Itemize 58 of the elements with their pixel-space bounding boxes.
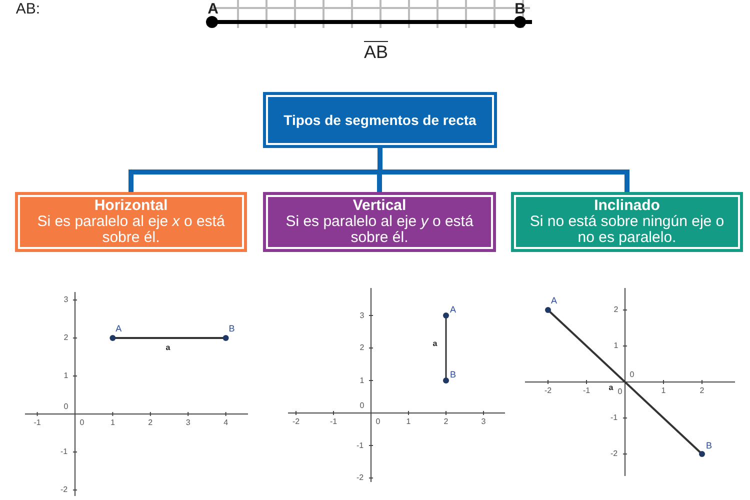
point-label: A <box>450 305 456 314</box>
tick-label: -2 <box>356 474 364 482</box>
category-box <box>15 192 247 252</box>
tick-label: 2 <box>614 306 618 314</box>
segment-label: a <box>608 384 614 392</box>
tick-label: 2 <box>64 334 68 342</box>
tick-label: 0 <box>376 418 380 426</box>
tick-label: -2 <box>292 418 300 426</box>
tick-label: 2 <box>360 344 364 352</box>
tick-label: 2 <box>148 419 153 427</box>
tick-label: 0 <box>630 371 634 379</box>
category-box <box>511 192 743 252</box>
box-title: Tipos de segmentos de recta <box>284 112 476 128</box>
point-label: A <box>551 296 557 306</box>
point-label: B <box>706 442 712 450</box>
tick-label: 1 <box>614 342 618 350</box>
box-title: Vertical <box>352 198 406 214</box>
category-box <box>263 92 497 148</box>
tick-label: -1 <box>330 418 338 426</box>
tick-label: -1 <box>34 419 41 427</box>
point-label: B <box>450 370 456 379</box>
tick-label: 3 <box>186 419 190 427</box>
tick-label: 3 <box>481 418 486 426</box>
tick-label: 0 <box>80 419 84 427</box>
point-label: A <box>208 2 218 16</box>
tick-label: 1 <box>64 372 68 380</box>
tick-label: -1 <box>356 442 364 450</box>
tick-label: 1 <box>661 387 666 395</box>
tick-label: 3 <box>360 312 364 320</box>
tick-label: 2 <box>700 387 704 395</box>
box-title: Inclinado <box>594 198 660 214</box>
tick-label: -2 <box>610 450 618 458</box>
segment-label: a <box>432 340 438 348</box>
tick-label: 0 <box>360 402 364 410</box>
tick-label: 1 <box>406 418 411 426</box>
tick-label: 4 <box>224 419 228 427</box>
tick-label: -2 <box>60 486 68 494</box>
category-box <box>263 192 496 252</box>
tick-label: -1 <box>582 387 590 395</box>
tick-label: 2 <box>444 418 448 426</box>
tick-label: 0 <box>64 403 68 411</box>
box-title: Horizontal <box>94 198 168 214</box>
tick-label: 1 <box>110 419 115 427</box>
tick-label: -1 <box>610 414 618 422</box>
box-description: Si es paralelo al eje y o está sobre él. <box>284 214 474 246</box>
tick-label: -2 <box>544 387 552 395</box>
box-description: Si es paralelo al eje x o está sobre él. <box>36 214 226 246</box>
tick-label: 3 <box>64 296 68 304</box>
point-label: A <box>116 324 122 334</box>
note-text: AB: <box>16 2 40 16</box>
tick-label: 1 <box>360 376 364 384</box>
segment-name: AB <box>364 43 388 61</box>
tick-label: 0 <box>618 388 622 396</box>
box-description: Si no está sobre ningún eje o no es paralelo. <box>528 214 726 246</box>
point-label: B <box>514 2 526 16</box>
segment-label: a <box>166 344 170 352</box>
point-label: B <box>228 324 235 334</box>
tick-label: -1 <box>60 448 68 456</box>
